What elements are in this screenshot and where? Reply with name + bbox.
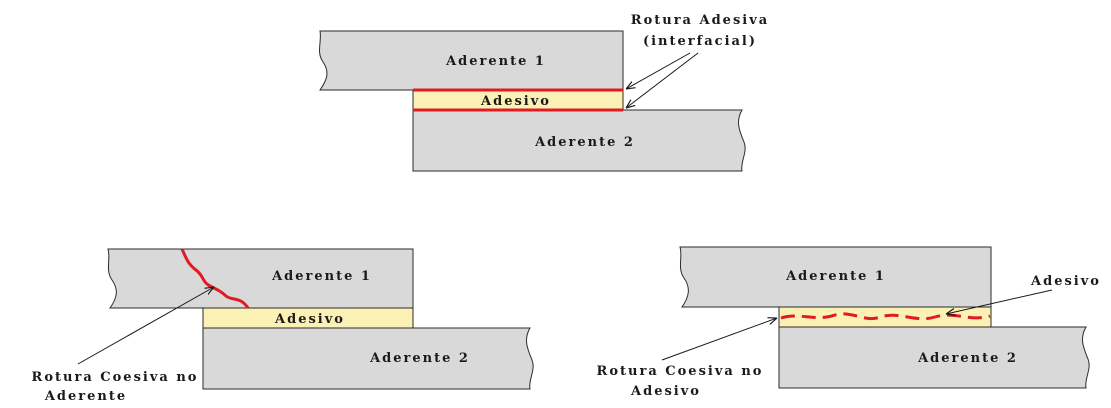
- top-failure-label-line1: Rotura Adesiva: [631, 13, 769, 28]
- left-adherend-1-label: Aderente 1: [271, 269, 372, 284]
- left-failure-arrow: [77, 287, 214, 365]
- top-adherend-1-label: Aderente 1: [445, 54, 546, 69]
- top-failure-label-line2: (interfacial): [643, 34, 757, 49]
- left-adherend-1: [107, 248, 414, 309]
- right-adherend-2-label: Aderente 2: [917, 351, 1018, 366]
- right-failure-arrow: [661, 318, 777, 361]
- left-joint: Aderente 1 Adesivo Aderente 2 Rotura Coe…: [32, 248, 534, 404]
- right-joint: Aderente 1 Aderente 2 Adesivo Rotura Coe…: [597, 246, 1101, 399]
- top-adhesive-label: Adesivo: [480, 94, 551, 109]
- top-failure-arrow-lower: [626, 52, 699, 108]
- left-adherend-crack: [180, 248, 250, 309]
- right-failure-label-line1: Rotura Coesiva no: [597, 364, 764, 379]
- top-joint: Aderente 1 Adesivo Aderente 2 Rotura Ade…: [319, 13, 769, 172]
- left-adhesive-label: Adesivo: [274, 312, 345, 327]
- top-adherend-2: [412, 109, 746, 172]
- right-adherend-1-label: Aderente 1: [785, 269, 886, 284]
- right-failure-label-line2: Adesivo: [630, 384, 701, 399]
- top-failure-arrow-upper: [626, 52, 691, 89]
- top-adherend-1: [319, 30, 624, 91]
- right-adherend-2: [778, 326, 1090, 389]
- left-failure-label-line1: Rotura Coesiva no: [32, 370, 199, 385]
- left-adherend-2: [202, 327, 534, 390]
- right-adhesive-callout-label: Adesivo: [1030, 274, 1101, 289]
- left-adherend-2-label: Aderente 2: [369, 351, 470, 366]
- right-adherend-1: [679, 246, 992, 308]
- top-adherend-2-label: Aderente 2: [534, 135, 635, 150]
- left-failure-label-line2: Aderente: [44, 389, 127, 404]
- right-adhesive-callout-arrow: [946, 289, 1053, 314]
